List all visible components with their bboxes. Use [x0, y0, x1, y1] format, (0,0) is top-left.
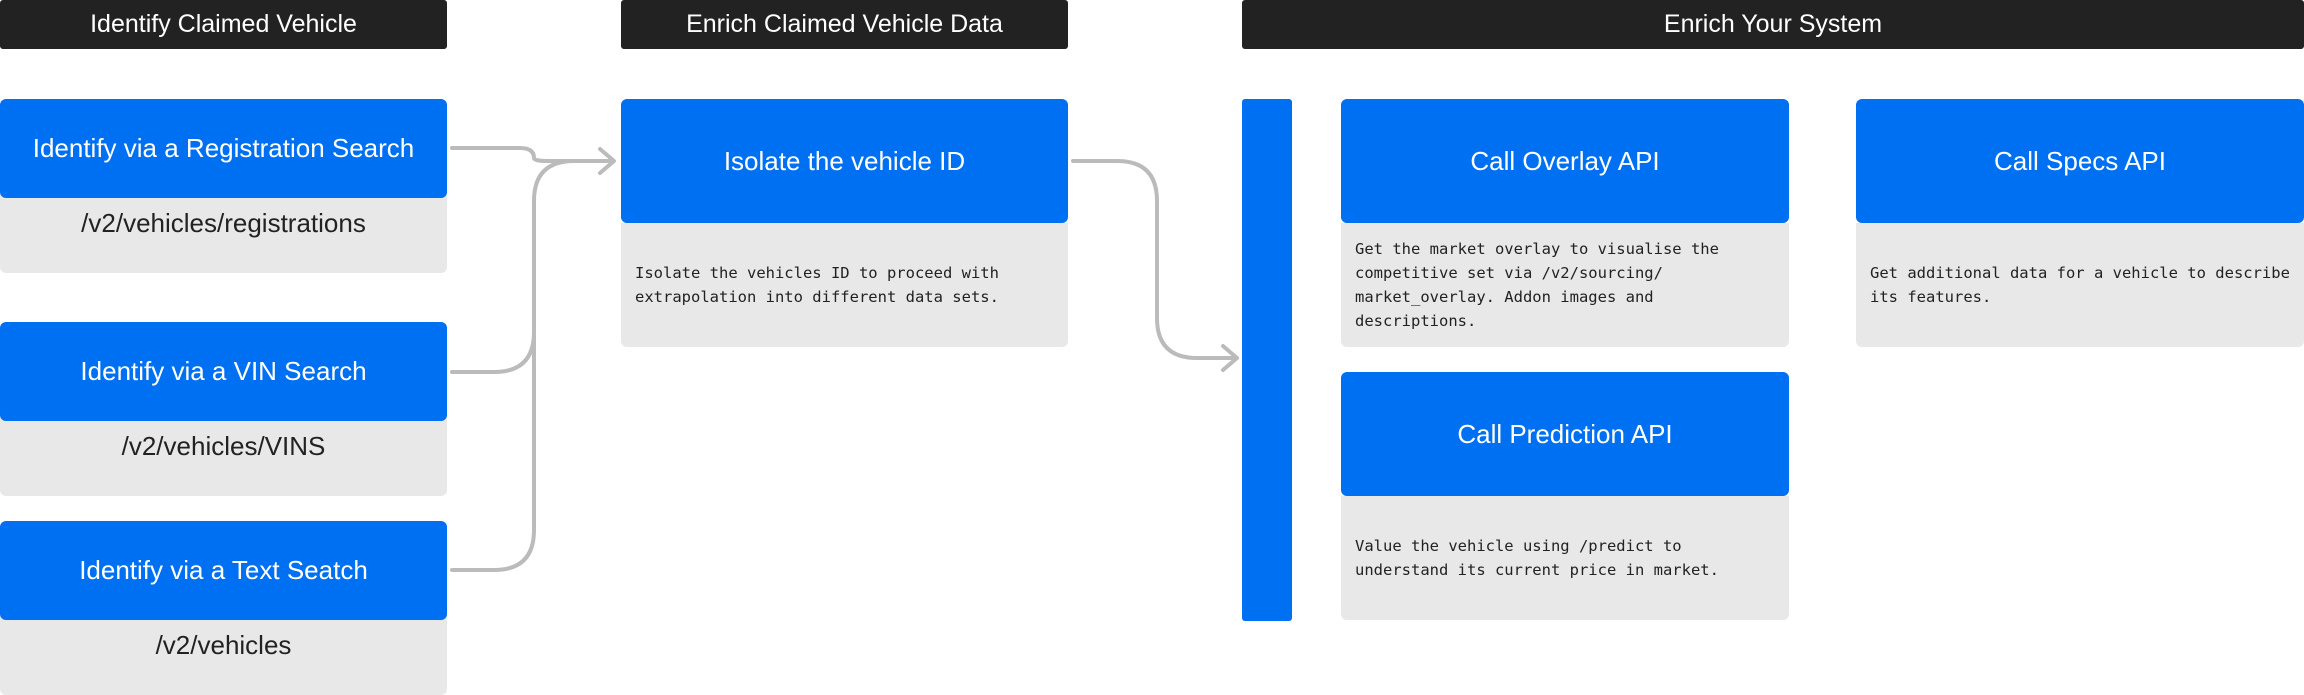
isolate-title: Isolate the vehicle ID: [723, 145, 966, 176]
system-bar: [1242, 99, 1292, 621]
arrowhead-isolate: [598, 147, 616, 175]
overlay-description: Get the market overlay to visualise the …: [1355, 240, 1719, 330]
call-overlay-api-button[interactable]: Call Overlay API: [1341, 99, 1789, 223]
specs-title: Call Specs API: [1994, 145, 2166, 176]
text-endpoint-panel: /v2/vehicles: [0, 605, 447, 695]
header-enrich-claimed-vehicle-data: Enrich Claimed Vehicle Data: [621, 0, 1068, 49]
specs-description: Get additional data for a vehicle to des…: [1870, 264, 2290, 306]
call-prediction-api-button[interactable]: Call Prediction API: [1341, 372, 1789, 496]
registration-endpoint-panel: /v2/vehicles/registrations: [0, 183, 447, 273]
header-label: Identify Claimed Vehicle: [90, 10, 357, 38]
prediction-title: Call Prediction API: [1457, 418, 1673, 449]
card-vin-search: Identify via a VIN Search /v2/vehicles/V…: [0, 322, 447, 496]
card-call-overlay-api: Call Overlay API Get the market overlay …: [1341, 99, 1789, 347]
connector-text: [450, 199, 536, 572]
text-search-button[interactable]: Identify via a Text Seatch: [0, 521, 447, 620]
vin-endpoint-text: /v2/vehicles/VINS: [121, 431, 326, 461]
arrowhead-system: [1221, 344, 1239, 372]
registration-search-title: Identify via a Registration Search: [32, 133, 415, 163]
overlay-title: Call Overlay API: [1470, 145, 1660, 176]
vin-search-title: Identify via a VIN Search: [80, 356, 367, 386]
header-label: Enrich Claimed Vehicle Data: [686, 10, 1003, 38]
card-isolate-vehicle-id: Isolate the vehicle ID Isolate the vehic…: [621, 99, 1068, 347]
header-enrich-your-system: Enrich Your System: [1242, 0, 2304, 49]
prediction-description: Value the vehicle using /predict to unde…: [1355, 537, 1719, 579]
header-label: Enrich Your System: [1663, 10, 1883, 38]
isolate-description: Isolate the vehicles ID to proceed with …: [635, 264, 999, 306]
registration-search-button[interactable]: Identify via a Registration Search: [0, 99, 447, 198]
registration-endpoint-text: /v2/vehicles/registrations: [81, 208, 366, 238]
specs-description-panel: Get additional data for a vehicle to des…: [1856, 223, 2304, 347]
isolate-description-panel: Isolate the vehicles ID to proceed with …: [621, 223, 1068, 347]
overlay-description-panel: Get the market overlay to visualise the …: [1341, 223, 1789, 347]
connector-registration: [450, 146, 614, 163]
header-identify-claimed-vehicle: Identify Claimed Vehicle: [0, 0, 447, 49]
vin-search-button[interactable]: Identify via a VIN Search: [0, 322, 447, 421]
card-registration-search: Identify via a Registration Search /v2/v…: [0, 99, 447, 273]
card-call-specs-api: Call Specs API Get additional data for a…: [1856, 99, 2304, 347]
connector-isolate-to-system: [1071, 159, 1237, 360]
text-endpoint-text: /v2/vehicles: [155, 630, 292, 660]
card-text-search: Identify via a Text Seatch /v2/vehicles: [0, 521, 447, 695]
vin-endpoint-panel: /v2/vehicles/VINS: [0, 406, 447, 496]
prediction-description-panel: Value the vehicle using /predict to unde…: [1341, 496, 1789, 620]
isolate-vehicle-id-button[interactable]: Isolate the vehicle ID: [621, 99, 1068, 223]
text-search-title: Identify via a Text Seatch: [79, 555, 368, 585]
call-specs-api-button[interactable]: Call Specs API: [1856, 99, 2304, 223]
card-call-prediction-api: Call Prediction API Value the vehicle us…: [1341, 372, 1789, 620]
